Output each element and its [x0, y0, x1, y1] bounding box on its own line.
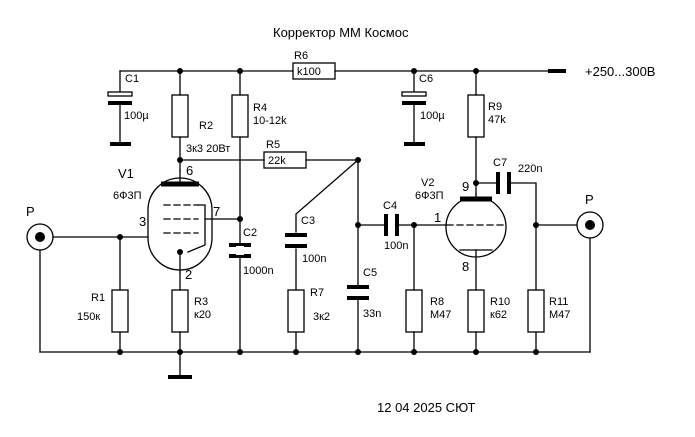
svg-text:M47: M47: [549, 309, 570, 321]
svg-text:C7: C7: [493, 157, 507, 169]
svg-text:k100: k100: [297, 66, 321, 78]
diagram-title: Корректор ММ Космос: [273, 25, 409, 40]
c5-capacitor: C5 33n: [347, 267, 381, 353]
svg-text:1000n: 1000n: [243, 265, 274, 277]
footer-date: 12 04 2025 СЮТ: [377, 400, 475, 415]
r3-resistor: R3 к20: [171, 271, 211, 353]
svg-text:3к3 20Вт: 3к3 20Вт: [186, 143, 230, 155]
svg-text:C2: C2: [243, 227, 257, 239]
svg-text:R11: R11: [549, 296, 568, 308]
svg-text:3к2: 3к2: [313, 311, 330, 323]
svg-text:R5: R5: [266, 139, 280, 151]
svg-text:C3: C3: [301, 215, 315, 227]
c3-capacitor: C3 100n: [285, 215, 326, 291]
svg-text:R9: R9: [488, 101, 502, 113]
svg-text:3: 3: [139, 214, 146, 229]
svg-text:R8: R8: [430, 296, 444, 308]
junction-dot: [293, 349, 299, 355]
junction-dot: [177, 349, 183, 355]
v1-tube: V1 6Ф3П 6 3 7 2: [113, 163, 241, 282]
svg-text:R1: R1: [91, 292, 105, 304]
svg-text:Р: Р: [585, 192, 594, 207]
junction-dot: [411, 349, 417, 355]
svg-text:R7: R7: [310, 287, 324, 299]
svg-text:150к: 150к: [77, 311, 100, 323]
svg-text:100n: 100n: [302, 253, 326, 265]
svg-text:к62: к62: [490, 309, 507, 321]
c7-capacitor: C7 220n: [493, 157, 542, 291]
r9-resistor: R9 47k: [467, 70, 506, 195]
output-connector: Р: [535, 192, 604, 353]
v2-ref: V2: [421, 177, 434, 189]
svg-text:C1: C1: [125, 73, 139, 85]
svg-text:1: 1: [434, 210, 441, 225]
svg-text:10-12k: 10-12k: [253, 115, 287, 127]
v1-ref: V1: [118, 166, 134, 181]
junction-dot: [533, 349, 539, 355]
svg-text:R10: R10: [490, 296, 510, 308]
r7-resistor: R7 3к2: [287, 287, 330, 353]
svg-text:Р: Р: [26, 204, 35, 219]
svg-text:R3: R3: [194, 296, 208, 308]
svg-text:R4: R4: [253, 102, 267, 114]
svg-text:R6: R6: [294, 50, 308, 62]
svg-text:47k: 47k: [488, 114, 506, 126]
junction-dot: [117, 349, 123, 355]
junction-dot: [237, 216, 243, 222]
r4-resistor: R4 10-12k: [231, 70, 287, 353]
svg-text:100n: 100n: [384, 240, 408, 252]
junction-dot: [237, 349, 243, 355]
r2-resistor: R2 3к3 20Вт: [171, 70, 230, 172]
c2-capacitor: C2 1000n: [229, 227, 274, 277]
svg-text:7: 7: [213, 204, 220, 219]
svg-text:R2: R2: [199, 120, 213, 132]
diagonal-wire: [295, 159, 359, 233]
supply-voltage-label: +250...300В: [585, 64, 655, 79]
v2-tube: V2 6Ф3П 9 1 8: [415, 177, 507, 291]
svg-text:C6: C6: [419, 73, 433, 85]
r11-resistor: R11 M47: [527, 289, 570, 353]
svg-text:к20: к20: [194, 309, 211, 321]
r5-resistor: R5 22k: [263, 139, 359, 169]
svg-text:220n: 220n: [518, 163, 542, 175]
svg-text:9: 9: [462, 179, 469, 194]
svg-text:C5: C5: [363, 267, 377, 279]
input-connector: Р: [26, 204, 149, 353]
svg-text:100µ: 100µ: [124, 110, 149, 122]
junction-dot: [177, 249, 183, 255]
c6-capacitor: C6 100µ: [401, 70, 445, 146]
r1-resistor: R1 150к: [77, 236, 129, 353]
junction-dot: [355, 349, 361, 355]
svg-text:2: 2: [185, 267, 192, 282]
svg-text:8: 8: [462, 259, 469, 274]
c4-capacitor: C4 100n: [383, 200, 448, 252]
svg-text:M47: M47: [430, 309, 451, 321]
v2-type: 6Ф3П: [415, 190, 444, 202]
r8-resistor: R8 M47: [405, 224, 451, 353]
r6-resistor: R6 k100: [292, 50, 336, 80]
r10-resistor: R10 к62: [467, 289, 510, 353]
c1-capacitor: C1 100µ: [107, 70, 149, 146]
svg-text:100µ: 100µ: [420, 110, 445, 122]
junction-dot: [473, 349, 479, 355]
ground-bus: [39, 351, 591, 379]
svg-text:22k: 22k: [268, 155, 286, 167]
svg-text:33n: 33n: [363, 308, 381, 320]
svg-text:6: 6: [186, 163, 193, 178]
svg-text:C4: C4: [383, 200, 397, 212]
v1-type: 6Ф3П: [113, 190, 142, 202]
